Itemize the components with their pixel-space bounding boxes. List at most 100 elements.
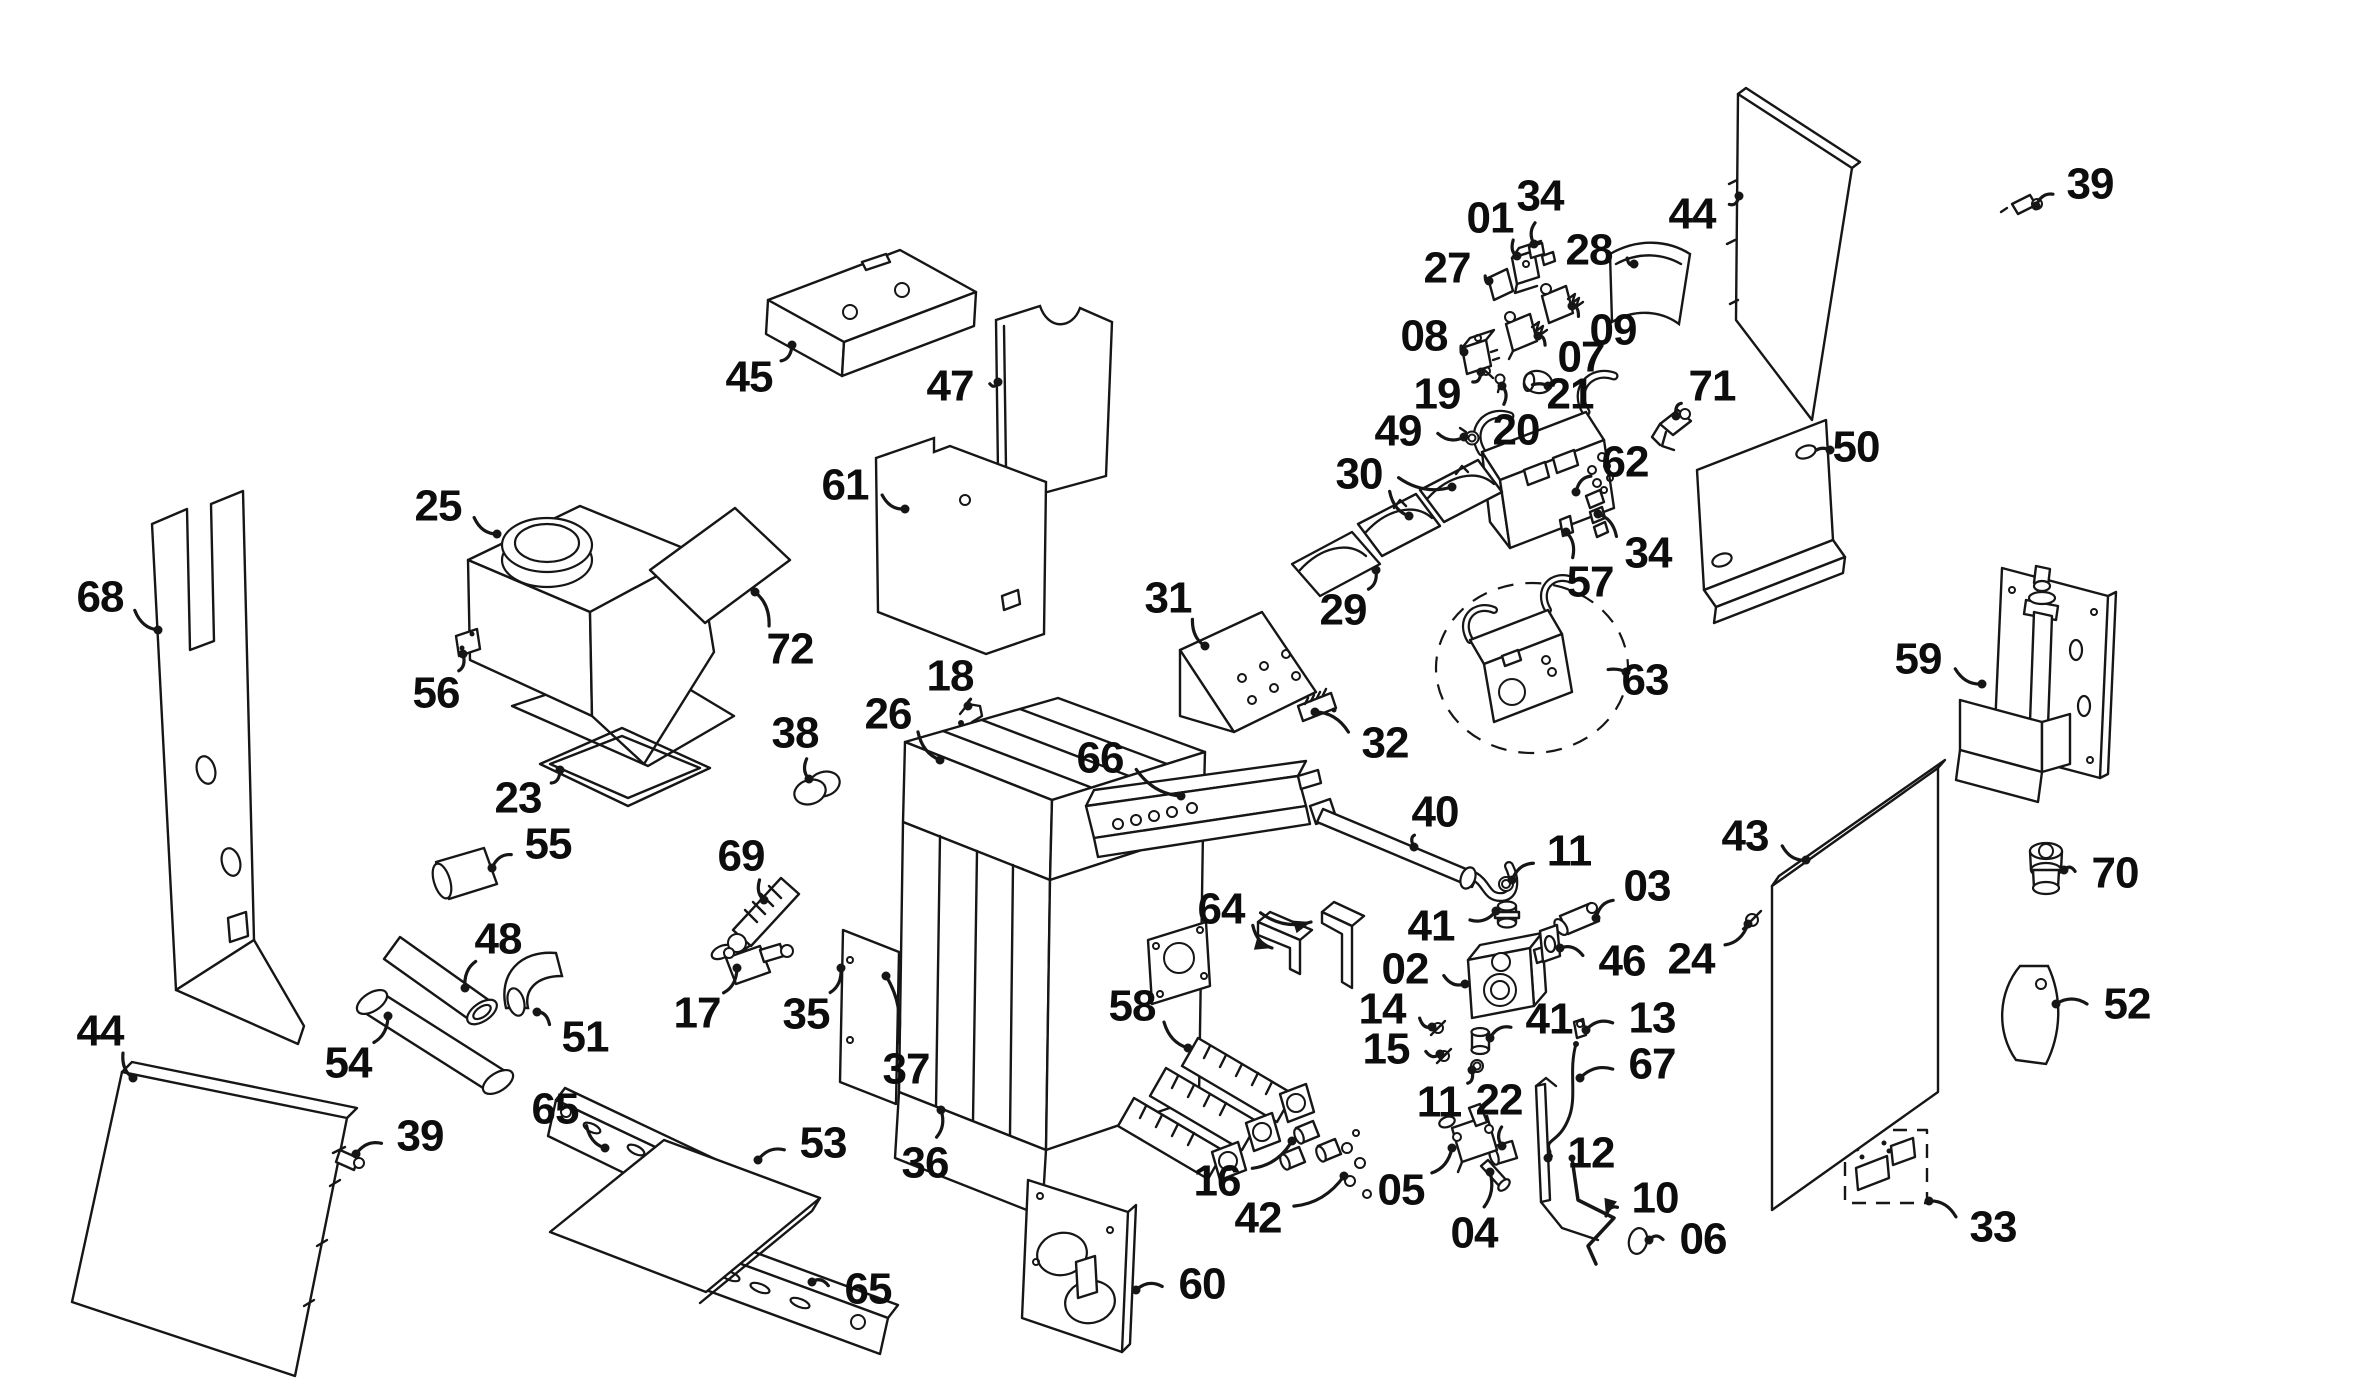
callout-14-39: 14 [1359, 985, 1437, 1034]
callout-39-70: 39 [2031, 160, 2114, 211]
leader-line [1292, 1174, 1346, 1208]
leader-dot [2051, 999, 2061, 1009]
callout-41-41: 41 [1485, 995, 1574, 1044]
callout-24-53: 24 [1668, 919, 1753, 984]
leader-dot [936, 1105, 946, 1115]
part-number-label: 34 [1625, 529, 1673, 578]
callout-33-55: 33 [1924, 1196, 2017, 1252]
part-number-label: 22 [1476, 1076, 1523, 1125]
part-44-front-panel-lower [70, 1060, 359, 1378]
leader-dot [1176, 791, 1186, 801]
leader-dot [993, 377, 1003, 387]
part-12-bracket-tube [1534, 1076, 1600, 1242]
leader-dot [1476, 367, 1486, 377]
leader-dot [1459, 347, 1469, 357]
part-67-wire [1547, 1041, 1579, 1154]
part-number-label: 05 [1378, 1166, 1425, 1215]
part-number-label: 38 [772, 709, 819, 758]
callout-13-42: 13 [1581, 994, 1676, 1043]
leader-line [1397, 476, 1454, 492]
leader-dot [1497, 381, 1507, 391]
part-61-large-panel [874, 436, 1048, 656]
part-number-label: 31 [1145, 574, 1192, 623]
part-45-top-panel [764, 248, 978, 378]
callout-07-62: 07 [1533, 331, 1605, 382]
part-number-label: 48 [475, 915, 522, 964]
part-number-label: 21 [1547, 370, 1594, 419]
leader-dot [1467, 1065, 1477, 1075]
leader-dot [935, 755, 945, 765]
part-number-label: 11 [1547, 827, 1592, 876]
leader-dot [1183, 1043, 1193, 1053]
leader-dot [750, 587, 760, 597]
part-number-label: 23 [495, 774, 542, 823]
callout-08-60: 08 [1401, 312, 1469, 361]
part-27-pad [1486, 267, 1515, 302]
leader-dot [963, 701, 973, 711]
part-32-terminal-strip [1296, 687, 1338, 723]
callout-04-47: 04 [1451, 1167, 1500, 1258]
leader-dot [2031, 201, 2041, 211]
leader-dot [1485, 1033, 1495, 1043]
leader-dot [351, 1149, 361, 1159]
leader-dot [487, 863, 497, 873]
part-56-clip [454, 627, 482, 658]
part-44-front-panel-upper [1725, 86, 1862, 422]
part-number-label: 33 [1970, 1203, 2017, 1252]
leader-dot [900, 504, 910, 514]
part-number-label: 52 [2104, 980, 2151, 1029]
leader-dot [1575, 1073, 1585, 1083]
leader-dot [1491, 906, 1501, 916]
leader-dot [1435, 1049, 1445, 1059]
part-46-gasket-plate [1538, 923, 1562, 964]
part-number-label: 51 [562, 1013, 609, 1062]
part-29-30-baffles [1290, 458, 1504, 598]
part-09-valve-coil [1540, 283, 1585, 325]
part-number-label: 41 [1408, 902, 1455, 951]
part-number-label: 44 [77, 1007, 125, 1056]
part-31-control-tray [1178, 610, 1318, 734]
callout-72-8: 72 [750, 587, 814, 674]
part-number-label: 55 [525, 820, 572, 869]
part-number-label: 65 [845, 1265, 892, 1314]
part-number-label: 62 [1602, 438, 1649, 487]
part-number-label: 69 [718, 832, 765, 881]
leader-dot [1447, 482, 1457, 492]
leader-arrowhead [1292, 920, 1311, 934]
callout-05-46: 05 [1378, 1143, 1457, 1215]
leader-dot [1644, 1235, 1654, 1245]
part-number-label: 39 [397, 1112, 444, 1161]
callout-30-28: 30 [1336, 450, 1457, 521]
part-16-orifice-fittings [1279, 1119, 1343, 1171]
leader-line [884, 974, 902, 1045]
part-number-label: 39 [2067, 160, 2114, 209]
callout-60-34: 60 [1131, 1260, 1226, 1309]
leader-dot [1621, 667, 1631, 677]
part-number-label: 46 [1599, 937, 1646, 986]
part-25-jacket-top [466, 504, 736, 768]
leader-dot [1409, 842, 1419, 852]
leader-dot [1924, 1196, 1934, 1206]
part-number-label: 58 [1109, 982, 1156, 1031]
callout-50-71: 50 [1814, 423, 1880, 472]
callout-70-76: 70 [2059, 849, 2139, 898]
part-60-burner-panel [1020, 1178, 1138, 1354]
part-number-label: 66 [1077, 734, 1124, 783]
callout-12-48: 12 [1543, 1129, 1615, 1178]
part-number-label: 03 [1624, 862, 1671, 911]
leader-dot [1801, 855, 1811, 865]
part-34-clips-top [1527, 241, 1557, 267]
callout-49-66: 49 [1375, 407, 1469, 456]
callout-65-18: 65 [532, 1085, 610, 1153]
part-number-label: 34 [1517, 172, 1565, 221]
callout-38-9: 38 [772, 709, 820, 784]
callout-37-15: 37 [881, 971, 930, 1094]
part-number-label: 02 [1382, 945, 1429, 994]
callout-44-23: 44 [77, 1007, 138, 1083]
part-number-label: 26 [865, 690, 912, 739]
part-number-label: 65 [532, 1085, 579, 1134]
part-number-label: 44 [1669, 190, 1717, 239]
leader-dot [787, 340, 797, 350]
part-72-sheet [648, 506, 792, 625]
callout-67-43: 67 [1575, 1040, 1676, 1089]
